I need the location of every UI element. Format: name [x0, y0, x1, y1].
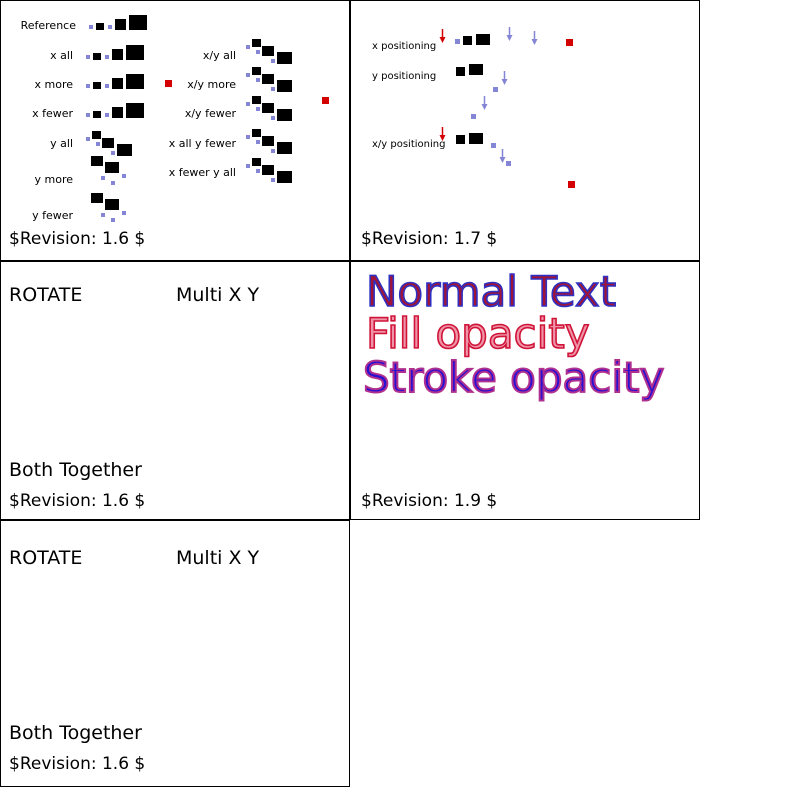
panel-rotate-1: ROTATE Multi X Y Both Together $Revision…	[0, 261, 350, 520]
arrow-down-red-icon	[439, 127, 447, 142]
blue-mark	[506, 161, 511, 166]
revision-text: $Revision: 1.9 $	[361, 491, 498, 511]
row-label-x-positioning: x positioning	[372, 41, 437, 52]
row-label-y-positioning: y positioning	[372, 71, 437, 82]
black-glyph	[469, 133, 483, 144]
row-label-xy-positioning: x/y positioning	[372, 139, 446, 150]
fill-opacity-sample: Fill opacity	[365, 309, 590, 358]
glyph-cluster-x-all-y-fewer	[246, 129, 292, 154]
glyph-cluster-x-fewer-y-all	[246, 158, 292, 183]
red-mark	[165, 80, 172, 87]
multi-xy-label: Multi X Y	[176, 547, 260, 569]
both-together-label: Both Together	[9, 722, 142, 744]
glyph-cluster-reference	[89, 15, 147, 30]
arrow-down-blue-icon	[531, 31, 539, 46]
black-glyph	[456, 67, 465, 76]
normal-text-sample: Normal Text	[365, 267, 617, 316]
blue-mark	[491, 143, 496, 148]
arrow-down-red-icon	[439, 29, 447, 44]
panel-rotate-2: ROTATE Multi X Y Both Together $Revision…	[0, 520, 350, 787]
revision-text: $Revision: 1.6 $	[9, 229, 146, 249]
blue-mark	[471, 114, 476, 119]
row-label-xy-all: x/y all	[202, 49, 236, 62]
glyph-cluster-xy-more	[246, 67, 292, 92]
row-label-x-all: x all	[50, 49, 73, 62]
row-label-x-fewer-y-all: x fewer y all	[168, 166, 236, 179]
black-glyph	[463, 36, 472, 45]
arrow-down-blue-icon	[501, 71, 509, 86]
row-label-xy-more: x/y more	[187, 78, 236, 91]
rotate-title: ROTATE	[9, 547, 83, 569]
row-label-y-more: y more	[34, 173, 74, 186]
red-mark	[568, 181, 575, 188]
red-mark	[566, 39, 573, 46]
arrow-down-blue-icon	[481, 96, 489, 111]
row-label-x-more: x more	[34, 78, 74, 91]
red-mark	[322, 97, 329, 104]
black-glyph	[469, 64, 483, 75]
stroke-opacity-sample: Stroke opacity	[362, 353, 665, 402]
panel-tspan-positioning: x positioning y positioning x/y position…	[350, 0, 700, 261]
blue-mark	[455, 39, 460, 44]
blue-mark	[493, 87, 498, 92]
arrow-down-blue-icon	[506, 27, 514, 42]
glyph-cluster-y-all	[86, 131, 132, 156]
revision-text: $Revision: 1.7 $	[361, 229, 498, 249]
panel-text-opacity: Normal Text Fill opacity Stroke opacity …	[350, 261, 700, 520]
row-label-y-fewer: y fewer	[32, 209, 73, 222]
revision-text: $Revision: 1.6 $	[9, 754, 146, 774]
glyph-cluster-xy-all	[246, 39, 292, 64]
row-label-reference: Reference	[20, 19, 76, 32]
black-glyph	[456, 135, 465, 144]
revision-text: $Revision: 1.6 $	[9, 491, 146, 511]
glyph-cluster-xy-fewer	[246, 96, 292, 121]
multi-xy-label: Multi X Y	[176, 284, 260, 306]
rotate-title: ROTATE	[9, 284, 83, 306]
both-together-label: Both Together	[9, 459, 142, 481]
row-label-xy-fewer: x/y fewer	[184, 107, 236, 120]
glyph-cluster-y-fewer	[91, 193, 126, 222]
row-label-x-fewer: x fewer	[32, 107, 73, 120]
row-label-x-all-y-fewer: x all y fewer	[168, 137, 236, 150]
row-label-y-all: y all	[50, 137, 73, 150]
black-glyph	[476, 34, 490, 45]
panel-tspan-offsets: Reference x all x more x fewer y all y m…	[0, 0, 350, 261]
